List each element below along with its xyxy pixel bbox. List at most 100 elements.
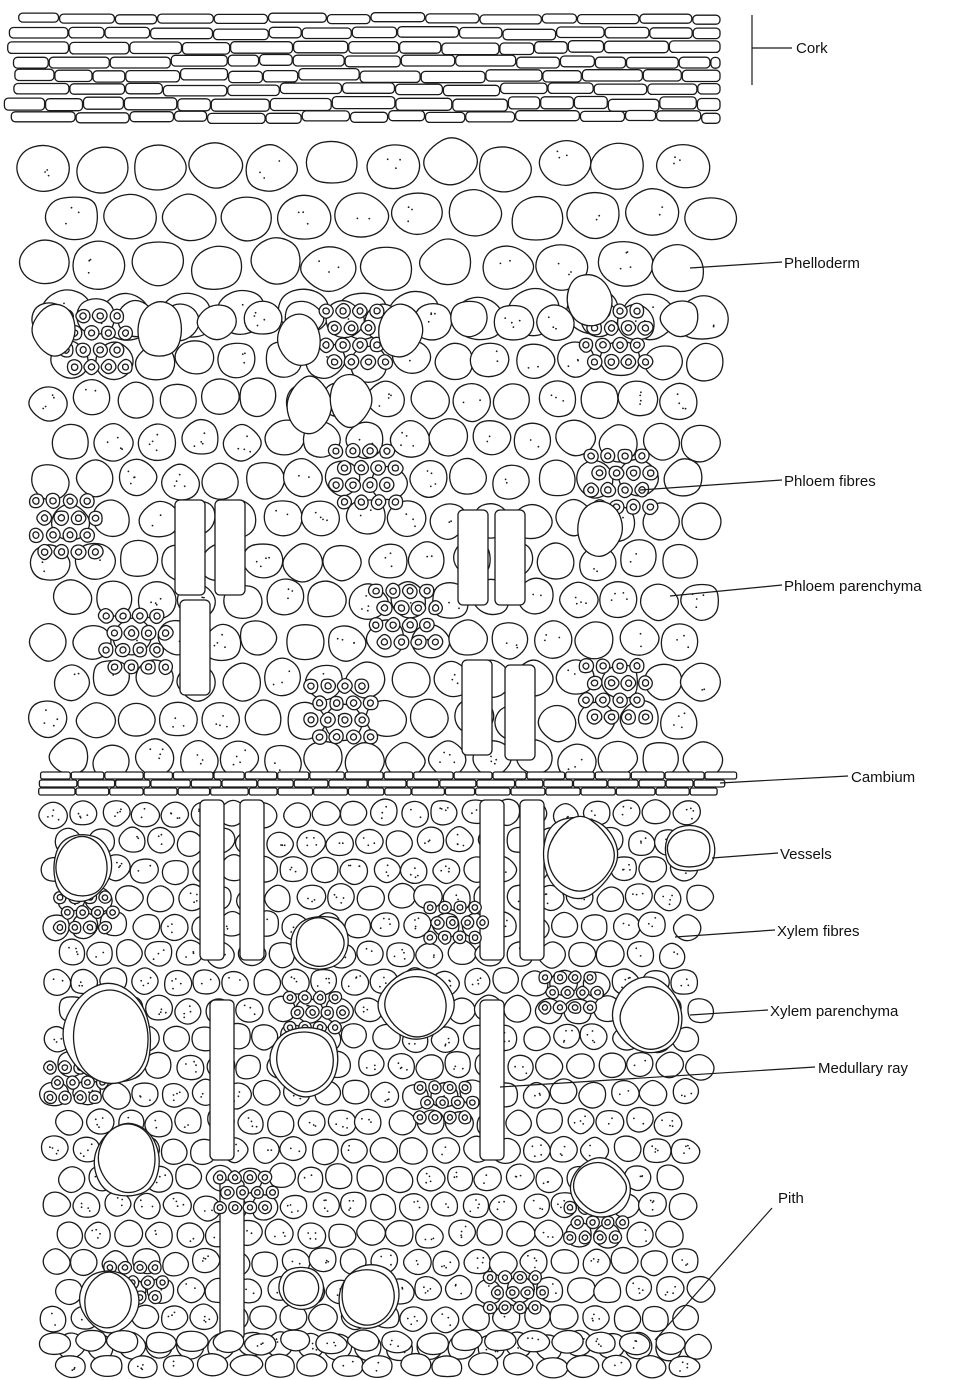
cell-granule [483, 1182, 485, 1184]
cork-cell [214, 29, 269, 39]
cell-granule [558, 263, 560, 265]
cell-granule [313, 837, 315, 839]
cell-granule [196, 894, 198, 896]
cambium-cell [191, 780, 221, 787]
cell-granule [645, 1229, 647, 1231]
pith-cell [504, 1353, 533, 1375]
cell-granule [665, 1294, 667, 1296]
cell-granule [102, 1117, 104, 1119]
cell-granule [641, 1176, 643, 1178]
xylem-fibre-lumen [612, 1235, 617, 1240]
cell-granule [158, 953, 160, 955]
cell-granule [268, 557, 270, 559]
phloem-fibre-lumen [634, 663, 640, 669]
phloem-fibre-lumen [357, 308, 363, 315]
cell-granule [172, 726, 174, 728]
xylem-fibre-lumen [447, 1115, 452, 1120]
cell-granule [472, 984, 474, 986]
cell-granule [431, 555, 433, 557]
cell-granule [635, 553, 637, 555]
xylem-fibre-lumen [532, 1275, 538, 1280]
phloem-fibre-lumen [103, 647, 109, 653]
phloem-fibre-lumen [368, 700, 374, 706]
cork-cell [442, 43, 499, 55]
phloem-parenchyma-cell [287, 625, 324, 660]
phloem-parenchyma-cell [202, 379, 240, 414]
medullary-ray-cell [480, 800, 504, 960]
xylem-fibre-lumen [47, 1095, 53, 1101]
phloem-fibre-lumen [634, 697, 640, 703]
cell-granule [56, 718, 58, 720]
cell-granule [318, 260, 320, 262]
label-vessels: Vessels [780, 846, 832, 863]
phloem-fibre-lumen [415, 605, 421, 611]
cell-granule [149, 748, 151, 750]
cell-granule [449, 1324, 451, 1326]
cambium-cell [105, 772, 143, 779]
phloem-parenchyma-cell [680, 663, 720, 701]
phloem-parenchyma-cell [453, 384, 490, 422]
cell-granule [385, 557, 387, 559]
cell-granule [417, 1200, 419, 1202]
cell-granule [528, 367, 530, 369]
cell-granule [143, 985, 145, 987]
cell-granule [394, 956, 396, 958]
cell-granule [346, 1127, 348, 1129]
vessel-lumen [667, 830, 710, 867]
cell-granule [320, 517, 322, 519]
pith-cell [76, 1330, 106, 1351]
cell-granule [525, 1072, 527, 1074]
cell-granule [52, 1147, 54, 1149]
cell-granule [185, 956, 187, 958]
cell-granule [506, 482, 508, 484]
cell-granule [390, 552, 392, 554]
xylem-parenchyma-cell [85, 1222, 110, 1248]
cell-granule [159, 1176, 161, 1178]
cork-cell [11, 112, 75, 122]
cell-granule [326, 519, 328, 521]
cell-granule [456, 1176, 458, 1178]
xylem-parenchyma-cell [554, 1024, 580, 1048]
phloem-parenchyma-cell [138, 424, 175, 460]
cell-granule [183, 1017, 185, 1019]
xylem-parenchyma-cell [524, 1194, 549, 1218]
phloem-parenchyma-cell [29, 387, 67, 421]
cell-granule [78, 813, 80, 815]
cell-granule [674, 156, 676, 158]
phelloderm-cell [657, 145, 710, 188]
cambium-cell [666, 780, 693, 787]
cork-cell [398, 27, 459, 38]
cell-granule [639, 403, 641, 405]
cork-cell [657, 111, 701, 121]
cork-cell [126, 83, 163, 93]
cell-granule [81, 1206, 83, 1208]
phloem-fibre-lumen [350, 734, 356, 740]
cell-granule [457, 899, 459, 901]
cell-granule [353, 642, 355, 644]
cell-granule [486, 441, 488, 443]
phelloderm-cell [132, 242, 183, 286]
pith-cell [537, 1358, 568, 1378]
phelloderm-cell [278, 195, 331, 239]
cell-granule [564, 1146, 566, 1148]
cell-granule [335, 1123, 337, 1125]
xylem-fibre-lumen [450, 920, 455, 926]
cell-granule [171, 923, 173, 925]
xylem-parenchyma-cell [177, 1223, 204, 1247]
cork-cell [568, 41, 603, 53]
cell-granule [121, 1205, 123, 1207]
cell-granule [611, 1117, 613, 1119]
cell-granule [68, 947, 70, 949]
cell-granule [448, 521, 450, 523]
cell-granule [138, 870, 140, 872]
xylem-parenchyma-cell [87, 1109, 114, 1134]
xylem-parenchyma-cell [537, 1109, 563, 1133]
cork-cell [648, 84, 697, 94]
cell-granule [311, 901, 313, 903]
phloem-fibre-lumen [112, 630, 118, 636]
phloem-fibre-lumen [323, 308, 329, 314]
xylem-parenchyma-cell [506, 1164, 534, 1190]
cell-granule [374, 1068, 376, 1070]
cell-granule [200, 441, 202, 443]
cell-granule [376, 1370, 378, 1372]
